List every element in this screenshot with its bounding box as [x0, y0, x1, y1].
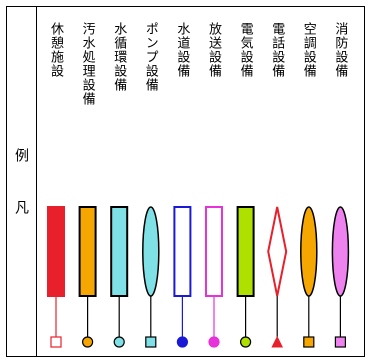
legend-rect-shape	[173, 206, 192, 297]
legend-symbol-6	[236, 206, 255, 348]
frame-right	[364, 6, 365, 357]
legend-circle-marker	[208, 336, 220, 348]
legend-label: 電話設備	[269, 22, 285, 78]
frame-left	[6, 6, 7, 357]
frame-bottom	[6, 356, 365, 357]
legend-ellipse-shape	[142, 206, 160, 297]
legend-symbol-1	[78, 206, 97, 348]
legend-symbol-2	[110, 206, 129, 348]
legend-symbol-4	[173, 206, 192, 348]
legend-circle-marker	[240, 336, 252, 348]
legend-ellipse-shape	[331, 206, 350, 297]
legend-label: ポンプ設備	[142, 22, 158, 92]
frame-top	[6, 6, 365, 7]
legend-square-marker	[145, 336, 157, 348]
legend-rect-shape	[47, 206, 65, 297]
legend-triangle-marker	[271, 335, 284, 348]
legend-symbol-8	[300, 206, 318, 348]
legend-ellipse-shape	[300, 206, 318, 297]
legend-symbol-0	[47, 206, 65, 348]
legend-square-marker	[50, 336, 62, 348]
legend-label: 水循環設備	[111, 22, 127, 92]
header-separator	[36, 6, 37, 357]
legend-circle-marker	[81, 336, 94, 348]
legend-rect-shape	[236, 206, 255, 297]
legend-label: 汚水処理設備	[79, 22, 95, 106]
legend-title-top: 例	[13, 148, 29, 162]
legend-square-marker	[334, 336, 346, 348]
legend-label: 水道設備	[174, 22, 190, 78]
legend-label: 空調設備	[300, 22, 316, 78]
legend-rect-shape	[205, 206, 223, 297]
legend-circle-marker	[113, 336, 125, 348]
legend-label: 電気設備	[237, 22, 253, 78]
legend-symbol-5	[205, 206, 223, 348]
legend-symbol-3	[142, 206, 160, 348]
legend-label: 放送設備	[206, 22, 221, 78]
legend-label: 休憩施設	[48, 22, 63, 78]
legend-title-bottom: 凡	[13, 200, 29, 214]
legend-rect-shape	[78, 206, 97, 297]
legend-square-marker	[303, 336, 315, 348]
legend-rect-shape	[110, 206, 129, 297]
legend-symbol-7	[267, 206, 288, 348]
legend-symbol-9	[331, 206, 350, 348]
legend-diamond-shape	[267, 206, 288, 297]
legend-circle-marker	[176, 336, 188, 348]
legend-label: 消防設備	[332, 22, 348, 78]
